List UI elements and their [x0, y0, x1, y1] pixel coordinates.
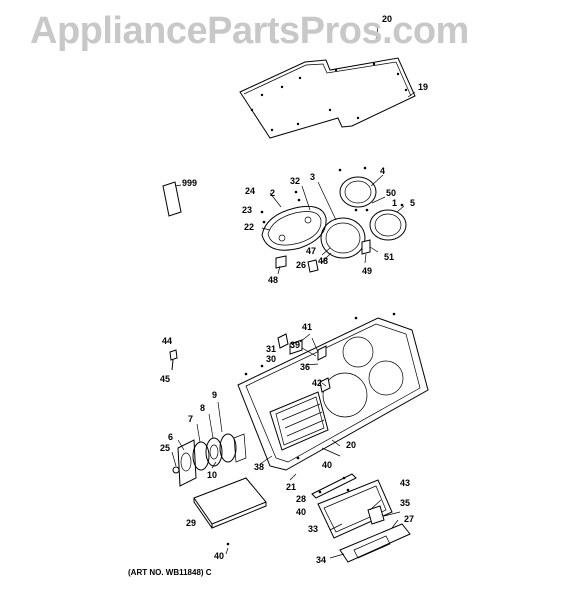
callout-22: 22 — [244, 222, 255, 232]
callout-40-upper: 40 — [322, 460, 333, 470]
callout-1: 1 — [392, 198, 398, 208]
callout-20-top: 20 — [382, 14, 393, 24]
callout-24: 24 — [245, 186, 256, 196]
callout-29: 29 — [186, 518, 197, 528]
watermark-text: AppliancePartsPros.com — [30, 10, 469, 52]
callout-40-middle: 40 — [296, 507, 307, 517]
callout-23: 23 — [242, 205, 253, 215]
callout-25: 25 — [160, 443, 171, 453]
callout-31: 31 — [266, 344, 277, 354]
callout-50: 50 — [386, 188, 397, 198]
callout-999: 999 — [182, 178, 198, 188]
surface-elements — [260, 166, 407, 275]
callout-4: 4 — [380, 166, 386, 176]
callout-20-lower: 20 — [346, 440, 357, 450]
callout-7: 7 — [188, 414, 194, 424]
callout-45: 45 — [160, 374, 171, 384]
callout-30: 30 — [266, 354, 277, 364]
instruction-card — [162, 181, 182, 217]
callout-27: 27 — [404, 514, 415, 524]
callout-28: 28 — [296, 494, 307, 504]
callout-32: 32 — [290, 176, 301, 186]
callout-19: 19 — [418, 82, 429, 92]
callout-49: 49 — [362, 266, 373, 276]
callout-26: 26 — [296, 260, 307, 270]
callout-51: 51 — [384, 252, 395, 262]
callout-6: 6 — [168, 432, 174, 442]
callout-43: 43 — [400, 478, 411, 488]
fan-assembly — [171, 401, 247, 487]
bottom-plate — [193, 477, 267, 555]
callout-3: 3 — [310, 172, 316, 182]
cooktop-body — [237, 312, 429, 481]
callout-40-bottom: 40 — [214, 551, 225, 561]
callout-9: 9 — [212, 390, 218, 400]
control-bracket-assembly — [317, 479, 411, 563]
mounting-bracket — [311, 473, 357, 499]
callout-48-lower: 48 — [268, 275, 279, 285]
callout-38: 38 — [254, 462, 265, 472]
callout-41: 41 — [302, 322, 313, 332]
glass-top-panel — [239, 26, 416, 139]
callout-44: 44 — [162, 336, 173, 346]
callout-5: 5 — [410, 198, 416, 208]
callout-8: 8 — [200, 403, 206, 413]
callout-21: 21 — [286, 482, 297, 492]
callout-36: 36 — [300, 362, 311, 372]
callout-33: 33 — [308, 524, 319, 534]
screw-part — [169, 349, 178, 371]
callout-34: 34 — [316, 555, 327, 565]
callout-47: 47 — [306, 246, 317, 256]
callout-2: 2 — [270, 188, 276, 198]
callout-39: 39 — [290, 340, 301, 350]
art-number: (ART NO. WB11848) C — [128, 568, 212, 577]
callout-35: 35 — [400, 498, 411, 508]
callout-48-upper: 48 — [318, 256, 329, 266]
callout-10: 10 — [207, 470, 218, 480]
callout-42: 42 — [312, 378, 323, 388]
